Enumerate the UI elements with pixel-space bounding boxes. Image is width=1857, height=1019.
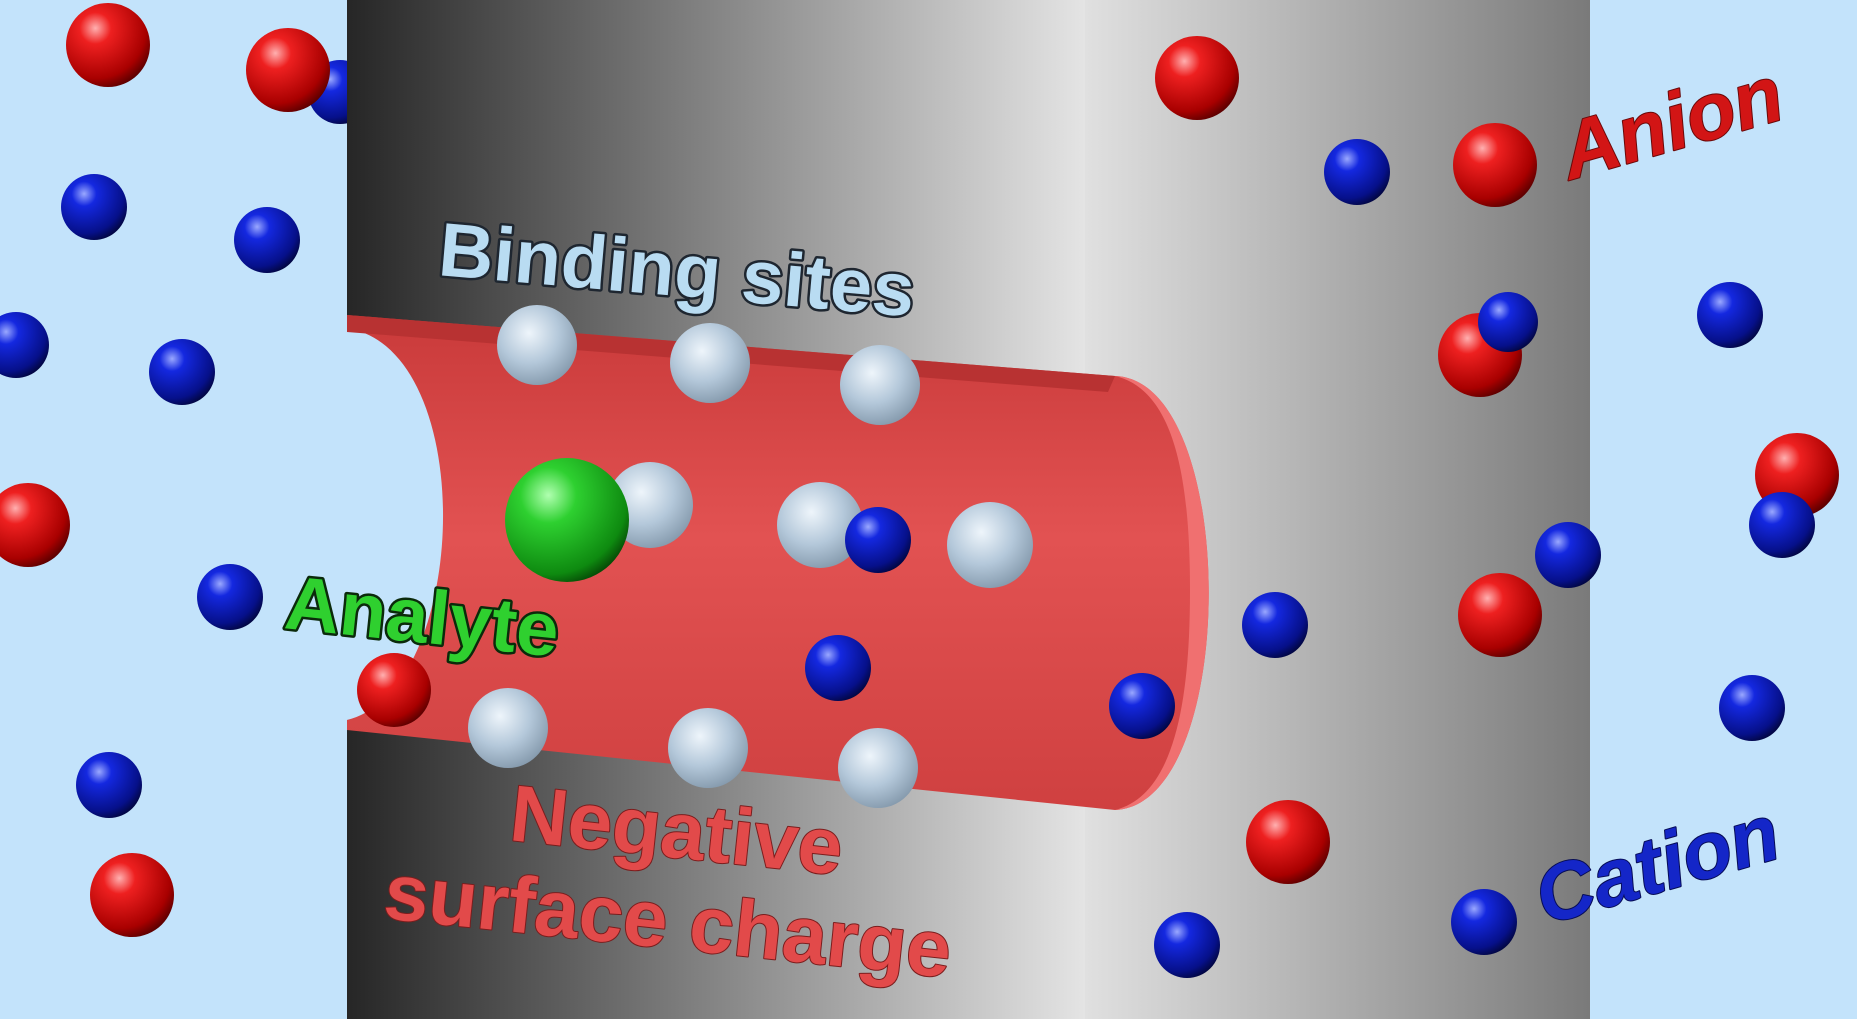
cation-ion (1242, 592, 1308, 658)
anion-ion (90, 853, 174, 937)
cation-ion (1535, 522, 1601, 588)
cation-ion (1697, 282, 1763, 348)
cation-ion (0, 312, 49, 378)
binding-site (497, 305, 577, 385)
cation-ion (1478, 292, 1538, 352)
anion-ion (66, 3, 150, 87)
binding-site (838, 728, 918, 808)
anion-ion (0, 483, 70, 567)
cation-ion (1109, 673, 1175, 739)
cation-ion (1719, 675, 1785, 741)
anion-ion (1155, 36, 1239, 120)
cation-ion (1749, 492, 1815, 558)
cation-ion (234, 207, 300, 273)
binding-site (670, 323, 750, 403)
analyte-molecule (505, 458, 629, 582)
cation-ion (1451, 889, 1517, 955)
nanochannel-rim (1115, 376, 1209, 810)
cation-ion (149, 339, 215, 405)
binding-site (777, 482, 863, 568)
cation-ion (76, 752, 142, 818)
binding-site (668, 708, 748, 788)
nanochannel (347, 315, 1209, 810)
cation-ion (1154, 912, 1220, 978)
cation-ion (805, 635, 871, 701)
cation-ion (1324, 139, 1390, 205)
binding-site (840, 345, 920, 425)
cation-ion (61, 174, 127, 240)
anion-ion (246, 28, 330, 112)
binding-site (468, 688, 548, 768)
anion-ion (1246, 800, 1330, 884)
binding-site (947, 502, 1033, 588)
cation-ion (197, 564, 263, 630)
anion-ion (357, 653, 431, 727)
anion-ion (1458, 573, 1542, 657)
anion-ion (1453, 123, 1537, 207)
cation-ion (845, 507, 911, 573)
